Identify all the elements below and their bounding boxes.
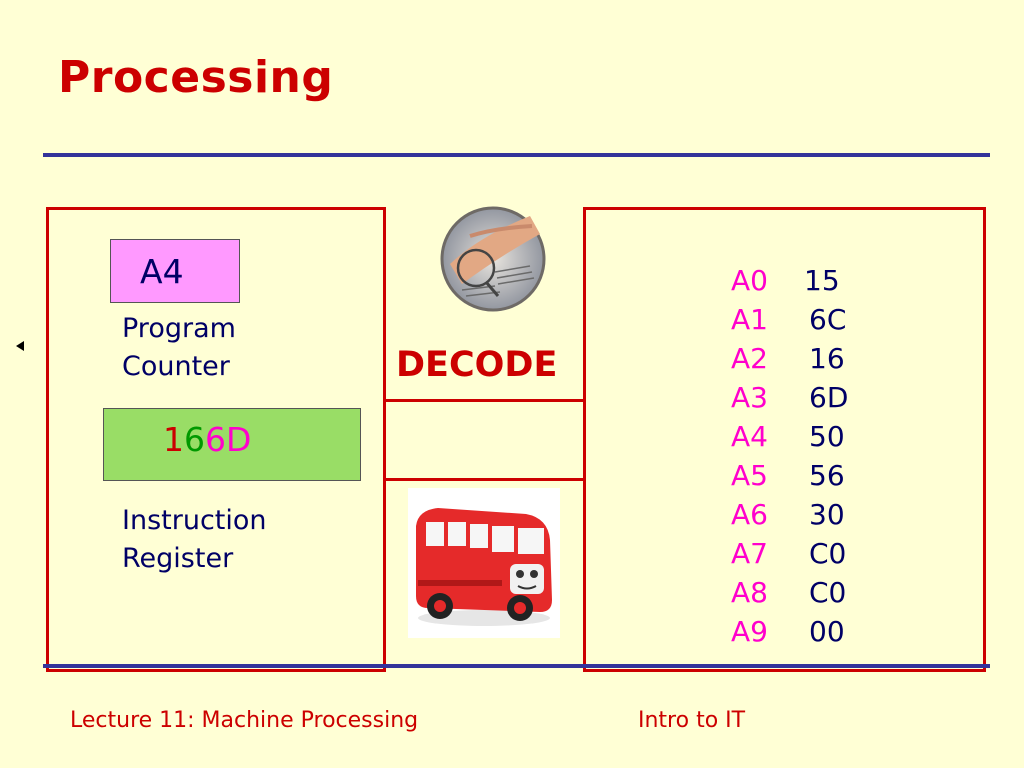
instruction-digit: 6 [205, 420, 226, 459]
memory-value: 16 [809, 342, 845, 375]
memory-address: A3 [731, 381, 768, 414]
memory-value: 00 [809, 615, 845, 648]
instruction-register-label-line1: Instruction [122, 505, 267, 536]
memory-value: C0 [809, 537, 847, 570]
memory-row: A2 16 [731, 339, 848, 378]
memory-address: A6 [731, 498, 768, 531]
memory-row: A0 15 [731, 261, 848, 300]
memory-value: 6D [809, 381, 849, 414]
memory-address: A2 [731, 342, 768, 375]
instruction-digit: 6 [184, 420, 205, 459]
memory-panel [583, 207, 986, 672]
top-divider [43, 153, 990, 157]
slide-title: Processing [58, 52, 334, 103]
memory-row: A4 50 [731, 417, 848, 456]
memory-row: A5 56 [731, 456, 848, 495]
bottom-divider [43, 664, 990, 668]
memory-address: A9 [731, 615, 768, 648]
instruction-register-value: 166D [163, 420, 251, 459]
memory-row: A3 6D [731, 378, 848, 417]
instruction-register-label-line2: Register [122, 543, 234, 574]
memory-row: A7 C0 [731, 534, 848, 573]
footer-course-name: Intro to IT [638, 708, 746, 733]
memory-row: A8 C0 [731, 573, 848, 612]
memory-row: A9 00 [731, 612, 848, 651]
memory-address: A7 [731, 537, 768, 570]
memory-value: 6C [809, 303, 847, 336]
program-counter-box [110, 239, 240, 303]
memory-address: A8 [731, 576, 768, 609]
cpu-panel [46, 207, 386, 672]
instruction-digit: 1 [163, 420, 184, 459]
memory-value: 15 [804, 264, 840, 297]
bus-line-lower [385, 478, 583, 481]
bullet-arrow-icon [16, 336, 26, 355]
magnifying-glass-reading-icon [440, 206, 548, 318]
memory-address: A0 [731, 264, 768, 297]
instruction-register-label: Instruction Register [122, 502, 267, 578]
instruction-digit: D [226, 420, 252, 459]
memory-value: 30 [809, 498, 845, 531]
decode-label: DECODE [396, 345, 558, 385]
memory-address: A1 [731, 303, 768, 336]
memory-row: A6 30 [731, 495, 848, 534]
red-bus-toy-icon [408, 488, 560, 642]
program-counter-value: A4 [140, 252, 184, 291]
footer-lecture-title: Lecture 11: Machine Processing [70, 708, 419, 733]
memory-address: A5 [731, 459, 768, 492]
program-counter-label: Program Counter [122, 310, 236, 386]
memory-value: 50 [809, 420, 845, 453]
instruction-register-box [103, 408, 361, 481]
program-counter-label-line1: Program [122, 313, 236, 344]
memory-address: A4 [731, 420, 768, 453]
memory-value: C0 [809, 576, 847, 609]
memory-value: 56 [809, 459, 845, 492]
program-counter-label-line2: Counter [122, 351, 230, 382]
bus-line-upper [385, 399, 583, 402]
memory-row: A1 6C [731, 300, 848, 339]
